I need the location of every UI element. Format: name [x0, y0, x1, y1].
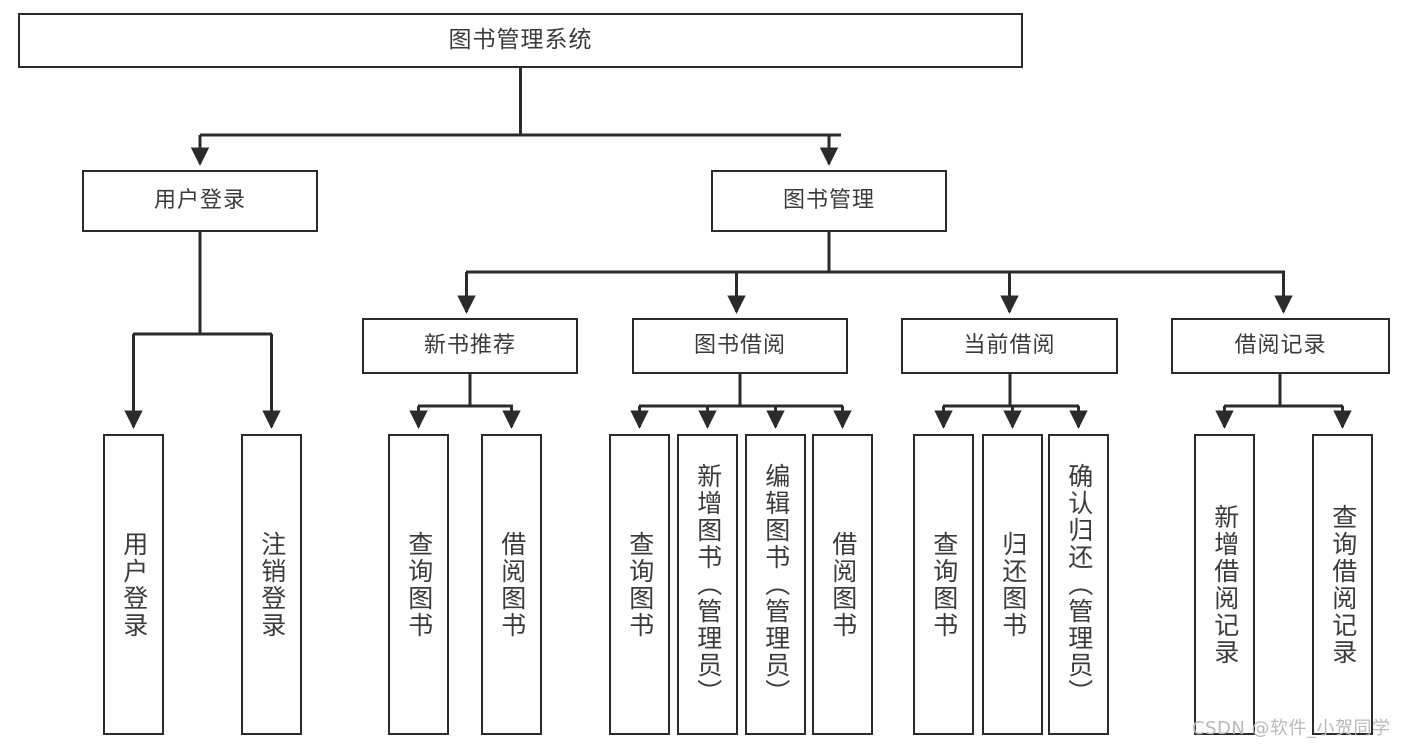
node-label: 查询借阅记录	[1328, 503, 1358, 666]
node-leaf-return-book[interactable]: 归还图书	[982, 434, 1043, 735]
node-label: 用户登录	[153, 188, 246, 214]
node-new-book-recommend[interactable]: 新书推荐	[362, 318, 578, 374]
node-label: 图书管理系统	[448, 27, 593, 54]
node-label: 新增借阅记录	[1210, 503, 1240, 666]
node-label: 查询图书	[625, 530, 655, 639]
node-leaf-confirm-return-admin[interactable]: 确认归还（管理员）	[1048, 434, 1109, 735]
node-current-borrow[interactable]: 当前借阅	[901, 318, 1118, 374]
node-label: 注销登录	[257, 530, 287, 639]
node-leaf-user-logout[interactable]: 注销登录	[241, 434, 302, 735]
node-book-manage[interactable]: 图书管理	[711, 170, 947, 232]
node-label: 图书管理	[782, 188, 875, 214]
node-book-borrow[interactable]: 图书借阅	[632, 318, 848, 374]
node-leaf-add-borrow-record[interactable]: 新增借阅记录	[1194, 434, 1255, 735]
node-leaf-query-book-borrow[interactable]: 查询图书	[609, 434, 670, 735]
node-label: 新增图书（管理员）	[693, 463, 723, 706]
node-label: 借阅图书	[497, 530, 527, 639]
node-label: 借阅记录	[1234, 333, 1327, 359]
node-leaf-query-book-recommend[interactable]: 查询图书	[388, 434, 449, 735]
node-label: 编辑图书（管理员）	[761, 463, 791, 706]
node-label: 用户登录	[119, 530, 149, 639]
node-leaf-edit-book-admin[interactable]: 编辑图书（管理员）	[745, 434, 806, 735]
node-label: 当前借阅	[963, 333, 1056, 359]
node-leaf-add-book-admin[interactable]: 新增图书（管理员）	[677, 434, 738, 735]
node-leaf-borrow-book[interactable]: 借阅图书	[812, 434, 873, 735]
node-label: 归还图书	[998, 530, 1028, 639]
node-label: 借阅图书	[828, 530, 858, 639]
node-label: 新书推荐	[423, 333, 516, 359]
node-leaf-borrow-book-recommend[interactable]: 借阅图书	[481, 434, 542, 735]
node-label: 查询图书	[404, 530, 434, 639]
node-leaf-query-book-current[interactable]: 查询图书	[913, 434, 974, 735]
node-borrow-record[interactable]: 借阅记录	[1171, 318, 1390, 374]
node-user-login[interactable]: 用户登录	[82, 170, 318, 232]
node-label: 确认归还（管理员）	[1064, 463, 1094, 706]
node-label: 图书借阅	[693, 333, 786, 359]
node-label: 查询图书	[929, 530, 959, 639]
node-root-system[interactable]: 图书管理系统	[18, 13, 1023, 68]
node-leaf-query-borrow-record[interactable]: 查询借阅记录	[1312, 434, 1373, 735]
csdn-watermark: CSDN @软件_小贺同学	[1192, 718, 1391, 739]
node-leaf-user-login[interactable]: 用户登录	[103, 434, 164, 735]
